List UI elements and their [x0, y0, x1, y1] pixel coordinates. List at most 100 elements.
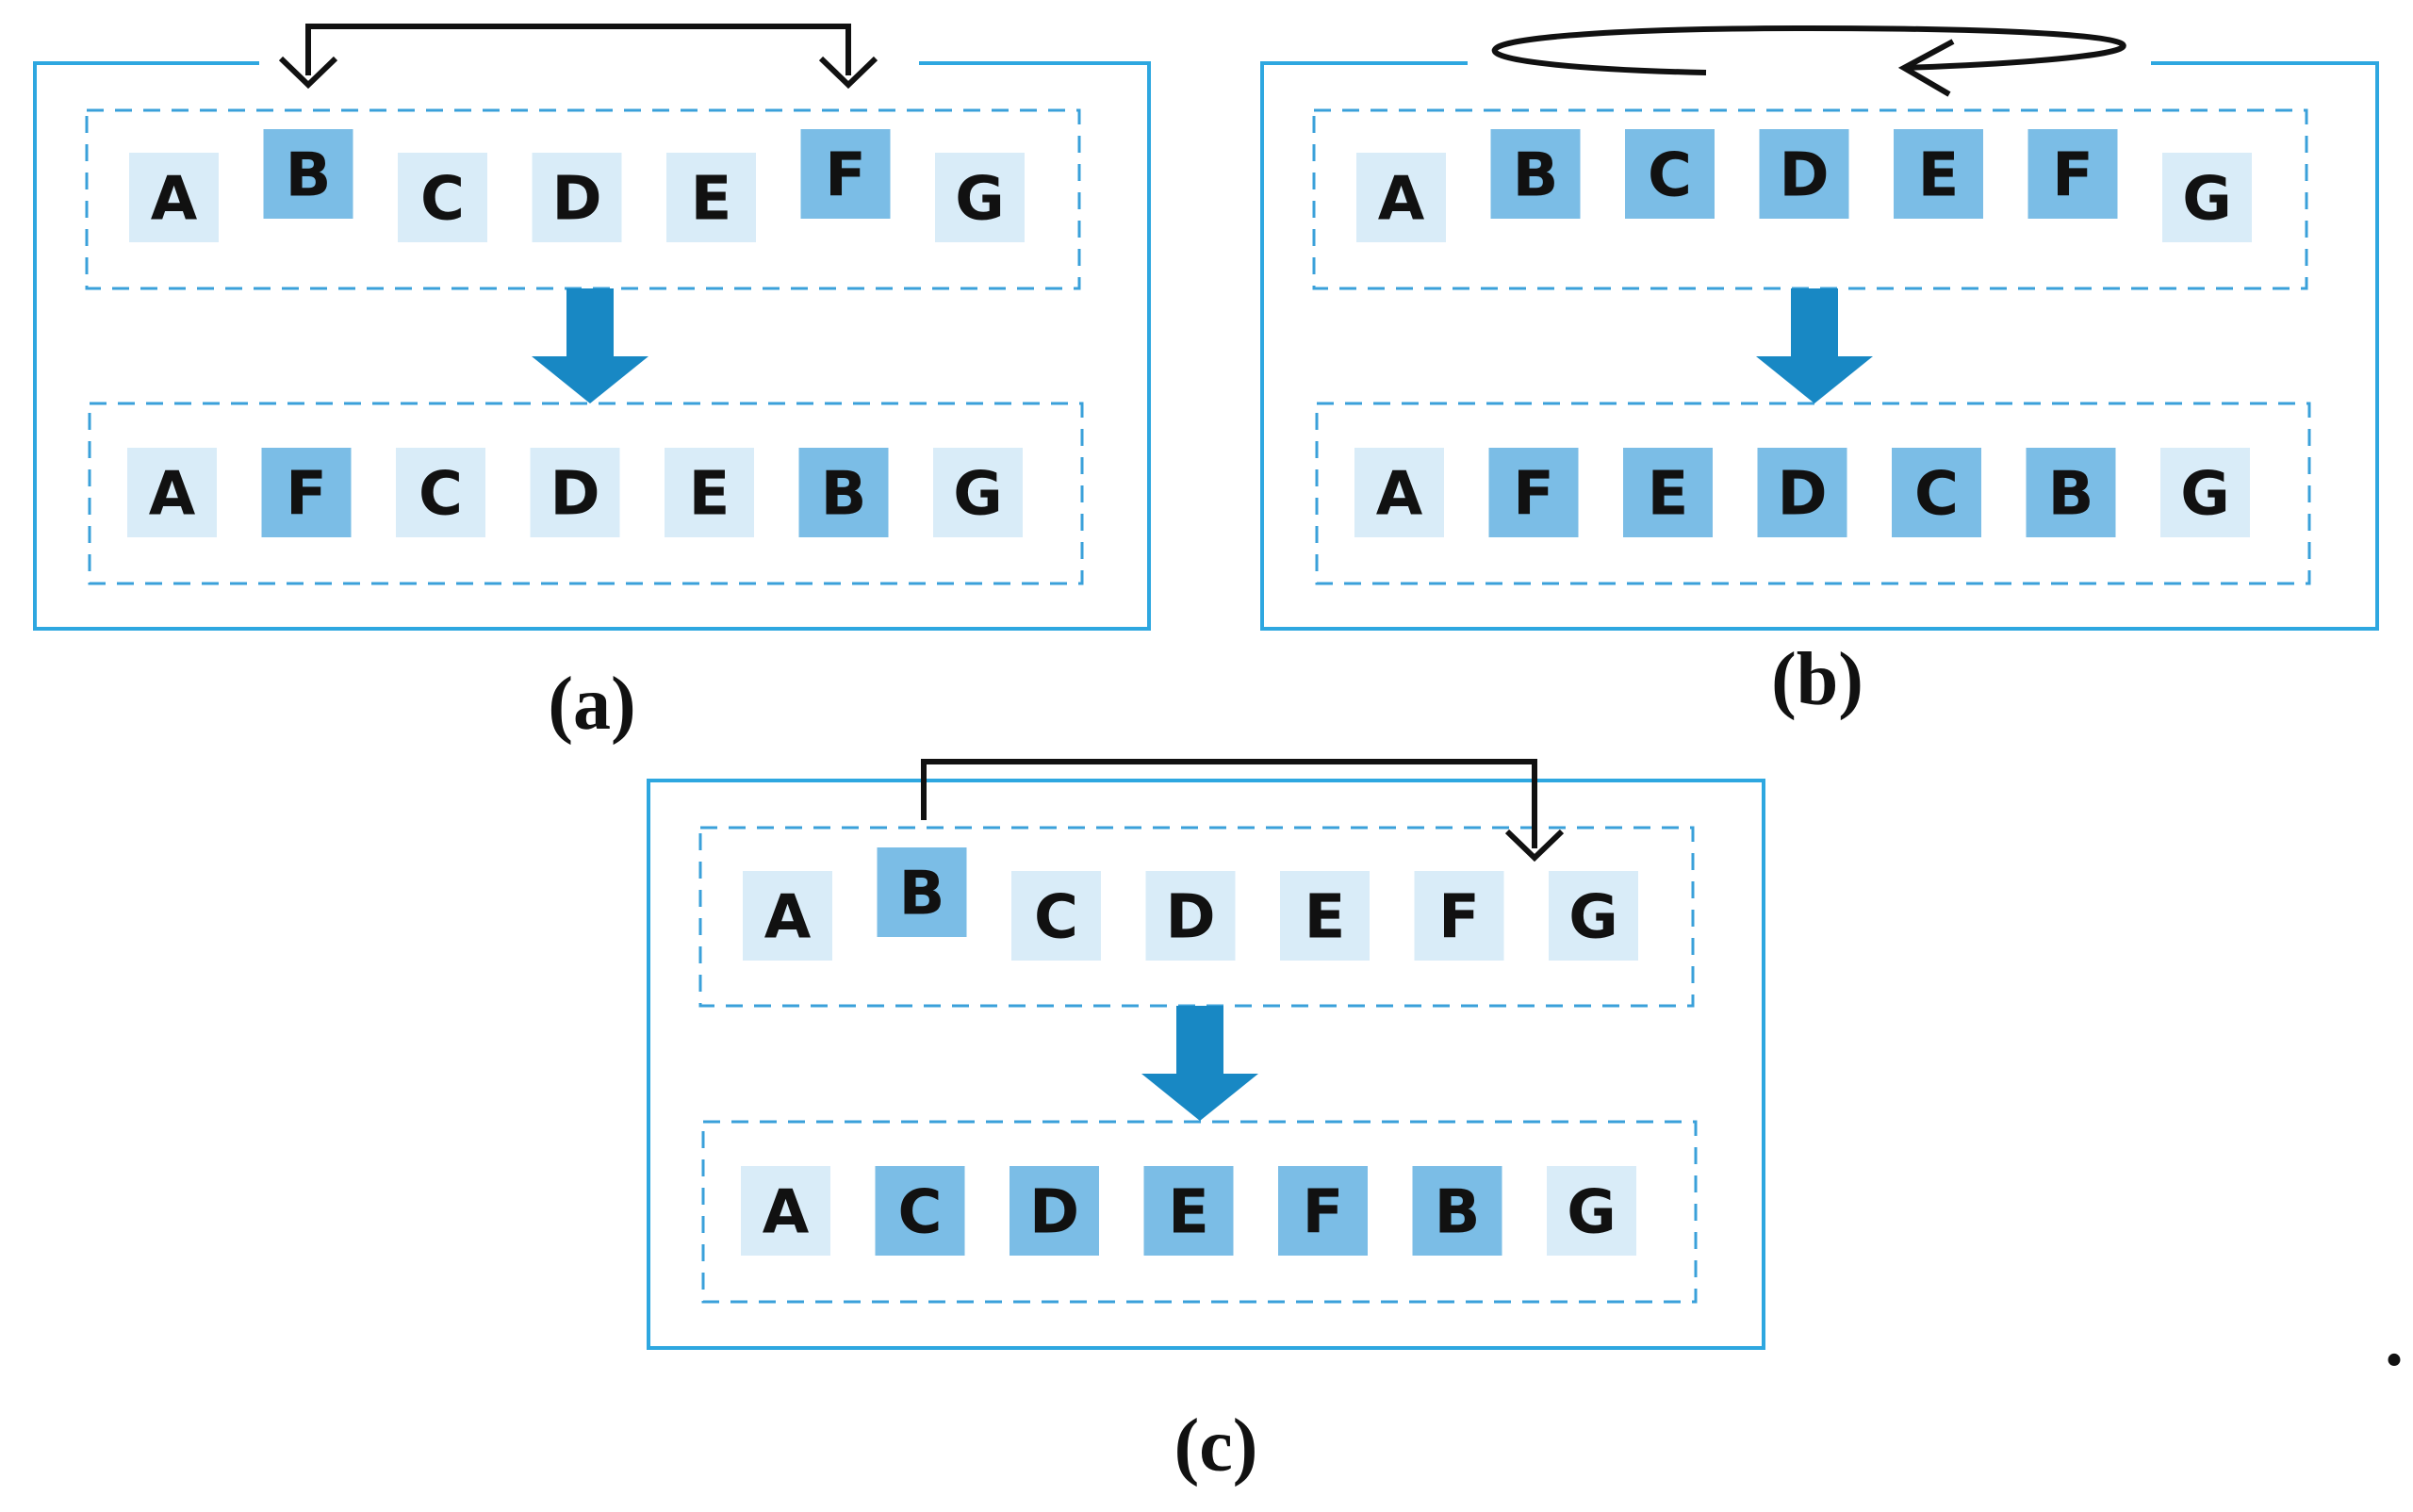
cell-d: D	[532, 153, 622, 242]
panel-a-before-row-outline	[85, 108, 1081, 290]
loop-arrowhead-icon	[1897, 39, 1955, 97]
cell-box	[1625, 129, 1715, 219]
panel-c-before-row-outline	[698, 826, 1695, 1008]
cell-box	[800, 129, 891, 219]
swap-connector-line	[305, 24, 851, 75]
flow-arrow-shaft	[566, 288, 614, 356]
cell-g: G	[1549, 871, 1638, 961]
panel-b-frame	[1260, 61, 2379, 631]
cell-d: D	[1757, 448, 1847, 537]
cell-f: F	[1414, 871, 1504, 961]
cell-label: F	[825, 141, 866, 211]
cell-label: C	[420, 165, 465, 235]
panel-c-flow-arrow-icon	[1141, 1006, 1258, 1121]
cell-box	[127, 448, 217, 537]
cell-g: G	[2160, 448, 2250, 537]
cell-box	[396, 448, 485, 537]
cell-box	[532, 153, 622, 242]
cell-box	[1356, 153, 1446, 242]
cell-b: B	[877, 847, 967, 937]
cell-c: C	[875, 1166, 965, 1256]
panel-c-frame	[647, 779, 1765, 1350]
cell-box	[875, 1166, 965, 1256]
cell-box	[2026, 448, 2116, 537]
panel-c-insert-connector	[921, 759, 1565, 863]
cell-box	[798, 448, 889, 537]
insert-connector-line	[921, 759, 1537, 848]
cell-d: D	[1759, 129, 1849, 219]
cell-box	[743, 871, 832, 961]
insert-arrowhead-icon	[1504, 829, 1565, 863]
cell-label: G	[2182, 165, 2232, 235]
cell-label: F	[1438, 883, 1480, 953]
cell-label: F	[1513, 460, 1554, 530]
cell-label: B	[899, 860, 945, 929]
cell-box	[1354, 448, 1444, 537]
cell-a: A	[741, 1166, 830, 1256]
cell-box	[263, 129, 353, 219]
cell-e: E	[1894, 129, 1983, 219]
cell-label: D	[551, 165, 601, 235]
panel-b-caption: (b)	[1771, 638, 1863, 721]
cell-box	[398, 153, 487, 242]
cell-box	[741, 1166, 830, 1256]
panel-b-reverse-connector	[1491, 25, 2126, 97]
cell-label: G	[953, 460, 1003, 530]
cell-label: A	[764, 883, 812, 953]
cell-label: C	[1648, 141, 1692, 211]
cell-label: A	[151, 165, 198, 235]
cell-box	[530, 448, 620, 537]
flow-arrow-head	[1141, 1074, 1258, 1121]
cell-label: E	[1168, 1178, 1209, 1248]
cell-a: A	[129, 153, 219, 242]
cell-box	[1010, 1166, 1099, 1256]
cell-box	[1623, 448, 1713, 537]
cell-label: G	[2180, 460, 2230, 530]
cell-label: G	[1567, 1178, 1617, 1248]
cell-label: A	[763, 1178, 810, 1248]
panel-a-frame	[33, 61, 1151, 631]
cell-label: C	[898, 1178, 943, 1248]
cell-e: E	[1143, 1166, 1234, 1256]
cell-a: A	[1356, 153, 1446, 242]
flow-arrow-shaft	[1791, 288, 1838, 356]
arrowhead-left-icon	[278, 56, 338, 90]
cell-box	[1490, 129, 1581, 219]
panel-a-caption: (a)	[548, 663, 635, 746]
cell-e: E	[1623, 448, 1713, 537]
cell-a: A	[1354, 448, 1444, 537]
cell-f: F	[261, 448, 352, 537]
cell-e: E	[1280, 871, 1370, 961]
cell-g: G	[2162, 153, 2252, 242]
cell-label: G	[1568, 883, 1618, 953]
cell-g: G	[1547, 1166, 1636, 1256]
cell-c: C	[396, 448, 485, 537]
cell-b: B	[2026, 448, 2116, 537]
cell-box	[1759, 129, 1849, 219]
cell-box	[2027, 129, 2118, 219]
cell-box	[1488, 448, 1579, 537]
cell-f: F	[800, 129, 891, 219]
cell-c: C	[398, 153, 487, 242]
cell-box	[1412, 1166, 1502, 1256]
cell-label: B	[2048, 460, 2094, 530]
panel-a-after-row-outline	[88, 402, 1084, 585]
cell-b: B	[798, 448, 889, 537]
cell-b: B	[1490, 129, 1581, 219]
cell-box	[1280, 871, 1370, 961]
cell-f: F	[2027, 129, 2118, 219]
cell-c: C	[1625, 129, 1715, 219]
cell-label: F	[2052, 141, 2093, 211]
cell-label: D	[1165, 883, 1215, 953]
cell-box	[261, 448, 352, 537]
cell-label: A	[1376, 460, 1423, 530]
cell-d: D	[530, 448, 620, 537]
cell-label: D	[1779, 141, 1829, 211]
cell-label: D	[550, 460, 599, 530]
